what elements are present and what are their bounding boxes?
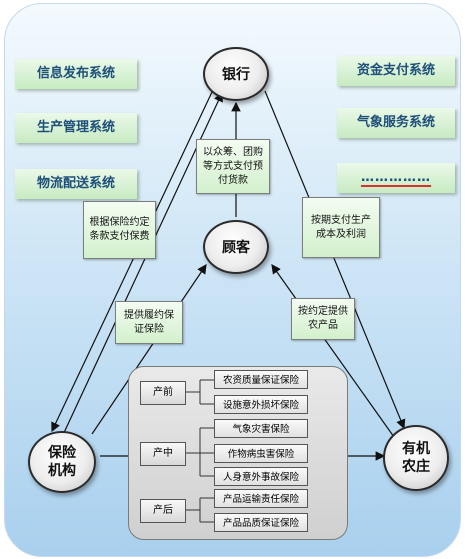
- insurance-item: 作物病虫害保险: [214, 444, 308, 463]
- stage-pay-text: 按期支付生产成本及利润: [311, 214, 371, 240]
- insurance-item-label: 设施意外损坏保险: [222, 400, 299, 411]
- stage-pay-note: 按期支付生产成本及利润: [302, 197, 380, 258]
- customer-label: 顾客: [222, 240, 250, 256]
- stage-mid-label: 产中: [153, 448, 173, 459]
- edge-bank-farm: [264, 90, 406, 430]
- insurer-label-2: 机构: [48, 463, 76, 479]
- performance-text: 提供履约保证保险: [124, 309, 174, 335]
- farm-label-1: 有机: [402, 441, 430, 457]
- insurance-item: 农资质量保证保险: [214, 370, 308, 389]
- stage-post: 产后: [140, 499, 186, 523]
- info-system-box: 信息发布系统: [15, 59, 137, 89]
- insurance-pay-text: 根据保险约定条款支付保费: [89, 217, 150, 242]
- insurance-item-label: 气象灾害保险: [232, 424, 290, 435]
- payment-system-box: 资金支付系统: [337, 56, 455, 86]
- insurance-item: 设施意外损坏保险: [214, 395, 308, 414]
- mid-bracket: [184, 427, 214, 477]
- insurance-item-label: 农资质量保证保险: [222, 375, 299, 386]
- insurance-pay-note: 根据保险约定条款支付保费: [83, 201, 156, 259]
- insurance-item: 气象灾害保险: [214, 419, 308, 438]
- insurance-item: 人身意外事故保险: [214, 467, 308, 486]
- logistics-system-label: 物流配送系统: [36, 176, 115, 191]
- supply-text: 按约定提供农产品: [298, 306, 348, 331]
- stage-pre: 产前: [140, 381, 186, 405]
- crowdfund-note: 以众筹、团购等方式支付预付货款: [196, 139, 270, 194]
- crowdfund-text: 以众筹、团购等方式支付预付货款: [203, 146, 263, 186]
- more-systems-box: ……………: [337, 163, 455, 193]
- info-system-label: 信息发布系统: [36, 66, 115, 81]
- farm-label-2: 农庄: [402, 459, 430, 475]
- edge-bank-insurer: [51, 91, 213, 433]
- weather-system-label: 气象服务系统: [356, 115, 435, 130]
- insurer-label-1: 保险: [48, 445, 76, 461]
- insurance-item: 产品运输责任保险: [214, 489, 308, 508]
- weather-system-box: 气象服务系统: [337, 108, 455, 138]
- stage-post-label: 产后: [153, 505, 173, 516]
- farm-node: 有机 农庄: [383, 425, 449, 491]
- insurer-node: 保险 机构: [28, 431, 96, 493]
- insurance-item: 产品品质保证保险: [214, 513, 308, 532]
- supply-note: 按约定提供农产品: [291, 298, 355, 340]
- production-system-label: 生产管理系统: [36, 120, 115, 135]
- stage-mid: 产中: [140, 442, 186, 466]
- edge-farm-customer: [271, 264, 395, 438]
- performance-note: 提供履约保证保险: [115, 301, 183, 344]
- stage-pre-label: 产前: [153, 387, 173, 398]
- edge-insurer-bank: [61, 91, 223, 438]
- insurance-item-label: 产品品质保证保险: [222, 518, 299, 529]
- insurance-item-label: 作物病虫害保险: [227, 449, 295, 460]
- insurance-item-label: 产品运输责任保险: [222, 494, 299, 505]
- logistics-system-box: 物流配送系统: [15, 169, 137, 199]
- production-system-box: 生产管理系统: [15, 113, 137, 143]
- insurance-item-label: 人身意外事故保险: [222, 472, 299, 483]
- bank-node: 银行: [203, 47, 269, 101]
- more-systems-label: ……………: [361, 170, 431, 187]
- customer-node: 顾客: [203, 220, 269, 274]
- edge-insurer-customer: [91, 264, 207, 435]
- bank-label: 银行: [222, 67, 250, 83]
- post-bracket: [184, 497, 214, 523]
- pre-bracket: [184, 379, 214, 405]
- payment-system-label: 资金支付系统: [356, 63, 435, 78]
